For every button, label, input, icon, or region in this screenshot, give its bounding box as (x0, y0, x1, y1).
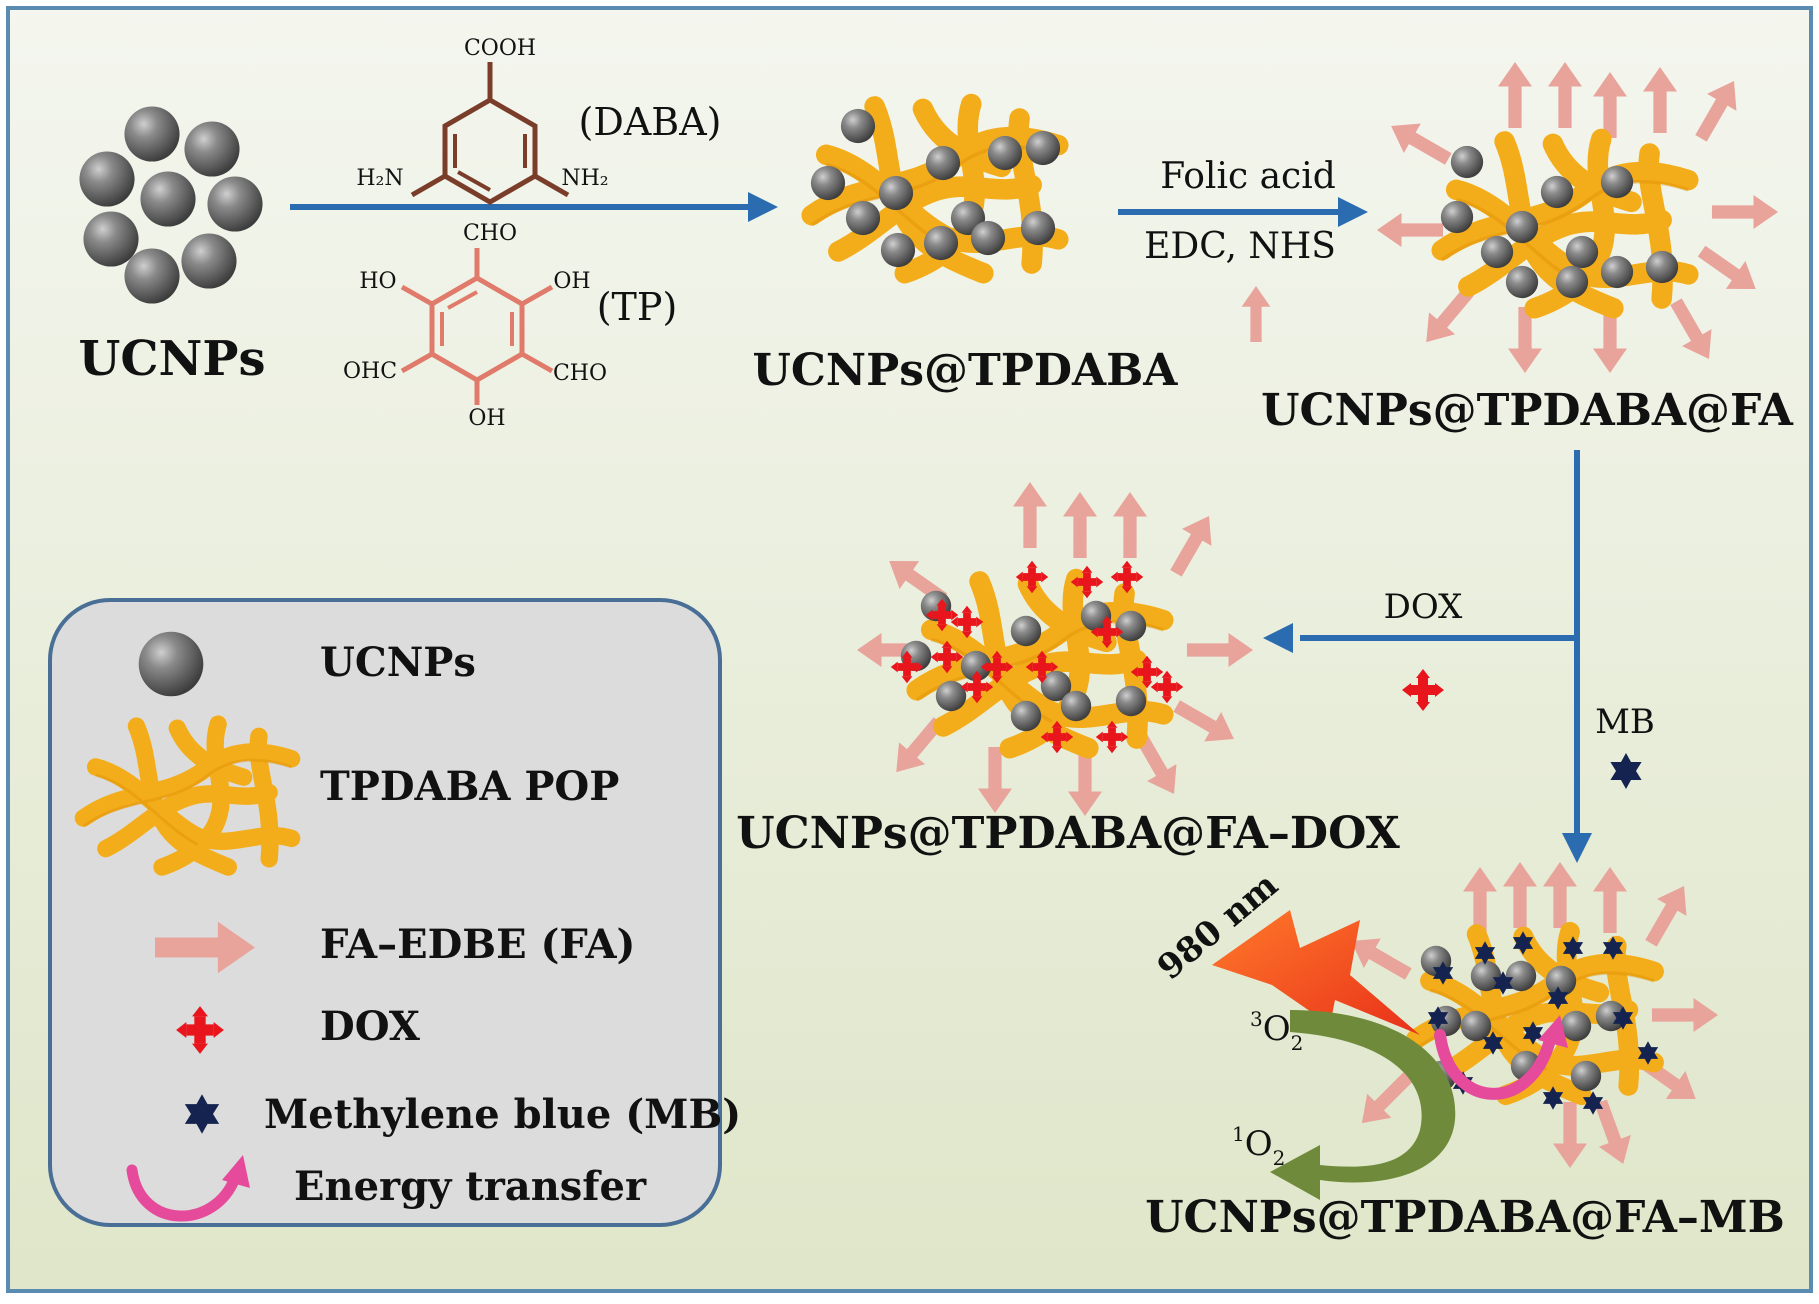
oxygen-conversion-arrow (1270, 1010, 1456, 1200)
legend-fa: FA–EDBE (FA) (320, 921, 635, 968)
legend-pop: TPDABA POP (320, 763, 619, 810)
tp-oh-bottom: OH (468, 406, 505, 431)
reaction-arrow-2 (1118, 197, 1368, 227)
legend-dox: DOX (320, 1003, 420, 1050)
daba-nh2: NH₂ (561, 166, 608, 191)
daba-structure: COOH H₂N NH₂ (DABA) (356, 36, 722, 205)
singlet-oxygen: 1O2 (1232, 1122, 1285, 1170)
tp-cho-top: CHO (463, 221, 517, 246)
tp-ho: HO (359, 269, 396, 294)
energy-transfer-arrow-scheme (1434, 1015, 1568, 1100)
reaction-arrow-1 (290, 192, 778, 222)
triplet-oxygen: 3O2 (1250, 1007, 1303, 1055)
legend-panel: UCNPs TPDABA POP FA–EDBE (FA) DOX Methyl… (48, 598, 741, 1227)
legend-energy-transfer-icon (126, 1155, 250, 1222)
daba-h2n: H₂N (356, 166, 403, 191)
tpdaba-fa-mb-label: UCNPs@TPDABA@FA–MB (1145, 1192, 1785, 1243)
tpdaba-fa-label: UCNPs@TPDABA@FA (1261, 385, 1794, 436)
ucnps-label: UCNPs (78, 331, 265, 387)
folic-acid-label: Folic acid (1160, 156, 1336, 197)
legend-energy-transfer: Energy transfer (294, 1163, 647, 1210)
tpdaba-label: UCNPs@TPDABA (753, 345, 1179, 396)
daba-cooh: COOH (464, 36, 536, 61)
mb-reagent-label: MB (1595, 702, 1655, 742)
tp-structure: CHO HO OH OHC CHO OH (TP) (343, 221, 677, 431)
legend-nanoparticle-icon (138, 631, 204, 697)
daba-label: (DABA) (579, 100, 722, 144)
tp-ohc: OHC (343, 359, 397, 384)
tpdaba-fa-dox-label: UCNPs@TPDABA@FA–DOX (736, 808, 1400, 859)
frame-border (6, 6, 1813, 1293)
laser-bolt-icon (1212, 910, 1420, 1035)
tp-oh-right: OH (553, 269, 590, 294)
dox-reagent-label: DOX (1384, 587, 1464, 627)
legend-mb: Methylene blue (MB) (264, 1091, 741, 1138)
reaction-arrow-3 (1263, 450, 1592, 863)
tpdaba-particle (811, 104, 1060, 273)
legend-ucnps: UCNPs (320, 639, 476, 686)
tp-cho-right: CHO (553, 361, 607, 386)
tp-label: (TP) (597, 285, 678, 329)
edc-nhs-label: EDC, NHS (1144, 226, 1336, 267)
